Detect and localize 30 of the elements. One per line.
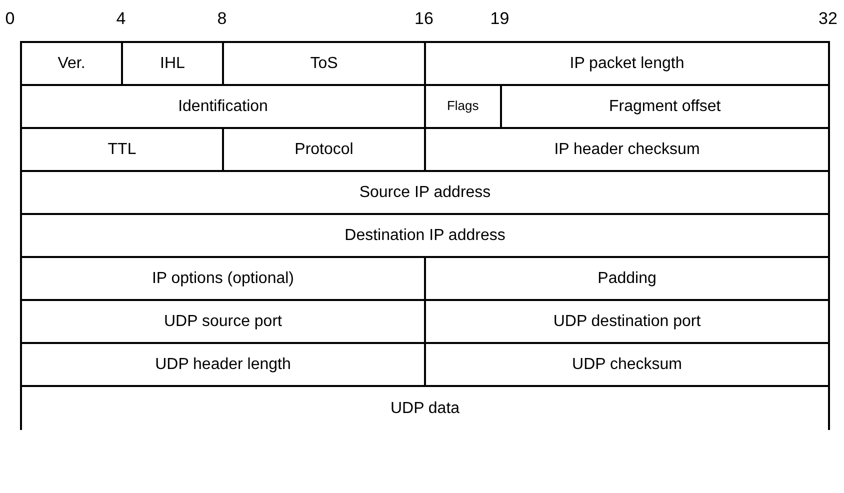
field-name: UDP checksum bbox=[572, 354, 682, 374]
header-field bbox=[20, 41, 123, 86]
bit-number: 16 bbox=[414, 10, 434, 27]
field-name: Destination IP address bbox=[344, 226, 506, 246]
field-name: UDP header length bbox=[155, 354, 291, 374]
bit-number: 19 bbox=[490, 10, 510, 27]
bit-number: 8 bbox=[217, 10, 227, 27]
bit-number: 0 bbox=[5, 10, 15, 27]
field-name: Padding bbox=[598, 268, 656, 288]
field-name: IP options (optional) bbox=[152, 268, 294, 288]
field-name: TTL bbox=[108, 140, 136, 160]
field-name: UDP data bbox=[390, 398, 460, 418]
field-name: Protocol bbox=[294, 140, 354, 160]
field-name: ToS bbox=[310, 54, 338, 74]
header-field bbox=[20, 213, 830, 258]
field-name: UDP source port bbox=[164, 312, 282, 332]
field-name: IP header checksum bbox=[554, 140, 700, 160]
field-name: IHL bbox=[160, 54, 185, 74]
header-field bbox=[424, 41, 830, 86]
field-name: Fragment offset bbox=[608, 96, 721, 116]
field-name: IP packet length bbox=[570, 54, 684, 74]
bit-number: 32 bbox=[818, 10, 838, 27]
field-name: Flags bbox=[446, 98, 479, 115]
field-name: UDP destination port bbox=[553, 312, 701, 332]
header-field bbox=[20, 170, 830, 215]
bit-number: 4 bbox=[116, 10, 126, 27]
header-field bbox=[20, 385, 830, 430]
field-name: Source IP address bbox=[359, 182, 491, 202]
field-name: Ver. bbox=[58, 54, 86, 74]
field-name: Identification bbox=[178, 96, 268, 116]
